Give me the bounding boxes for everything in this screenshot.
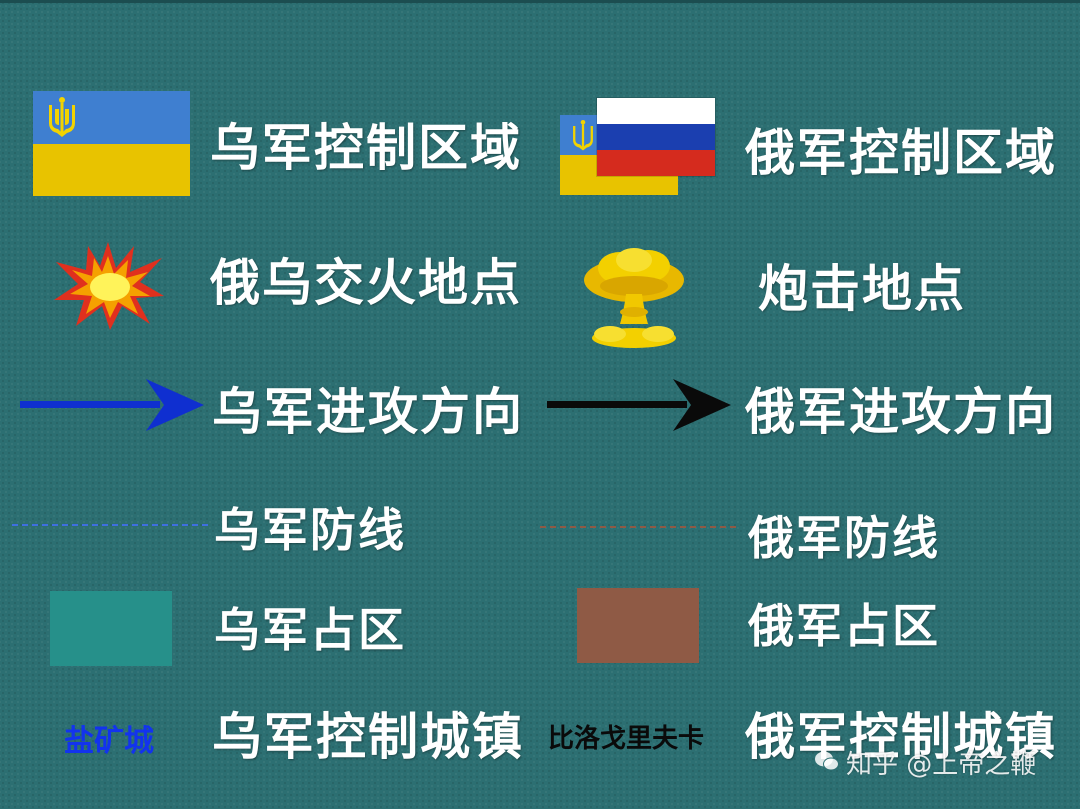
- ru-defense-line-icon: [540, 526, 736, 528]
- ru-town-example: 比洛戈里夫卡: [548, 724, 705, 754]
- legend-shelling-site: 炮击地点: [758, 259, 966, 318]
- legend-clash-site: 俄乌交火地点: [210, 253, 522, 312]
- wechat-logo-icon: [815, 751, 839, 771]
- ru-attack-arrow-icon: [547, 379, 731, 431]
- legend-ru-attack-direction: 俄军进攻方向: [745, 382, 1057, 441]
- mushroom-cloud-icon: [584, 248, 684, 348]
- legend-ru-defense-line: 俄军防线: [748, 511, 940, 565]
- legend-ua-attack-direction: 乌军进攻方向: [212, 382, 524, 441]
- legend-ua-occupied-zone: 乌军占区: [214, 603, 406, 657]
- legend-ru-occupied-zone: 俄军占区: [748, 599, 940, 653]
- watermark: 知乎 @上帝之鞭: [846, 750, 1037, 780]
- legend-ua-controlled-town: 乌军控制城镇: [212, 707, 524, 766]
- ukraine-flag-icon: [33, 91, 190, 196]
- ua-attack-arrow-icon: [20, 379, 204, 431]
- ru-occupied-zone-swatch: [577, 588, 699, 663]
- ua-defense-line-icon: [12, 524, 208, 526]
- trident-icon: [49, 97, 75, 137]
- ua-occupied-zone-swatch: [50, 591, 172, 666]
- legend-ru-control-area: 俄军控制区域: [745, 123, 1057, 182]
- ua-town-example: 盐矿城: [64, 724, 154, 759]
- explosion-icon: [54, 242, 164, 330]
- legend-ua-defense-line: 乌军防线: [214, 503, 406, 557]
- russia-flag-icon: [560, 98, 715, 196]
- top-border: [0, 0, 1080, 3]
- legend-ru-controlled-town: 俄军控制城镇: [745, 707, 1057, 766]
- legend-ua-control-area: 乌军控制区域: [210, 118, 522, 177]
